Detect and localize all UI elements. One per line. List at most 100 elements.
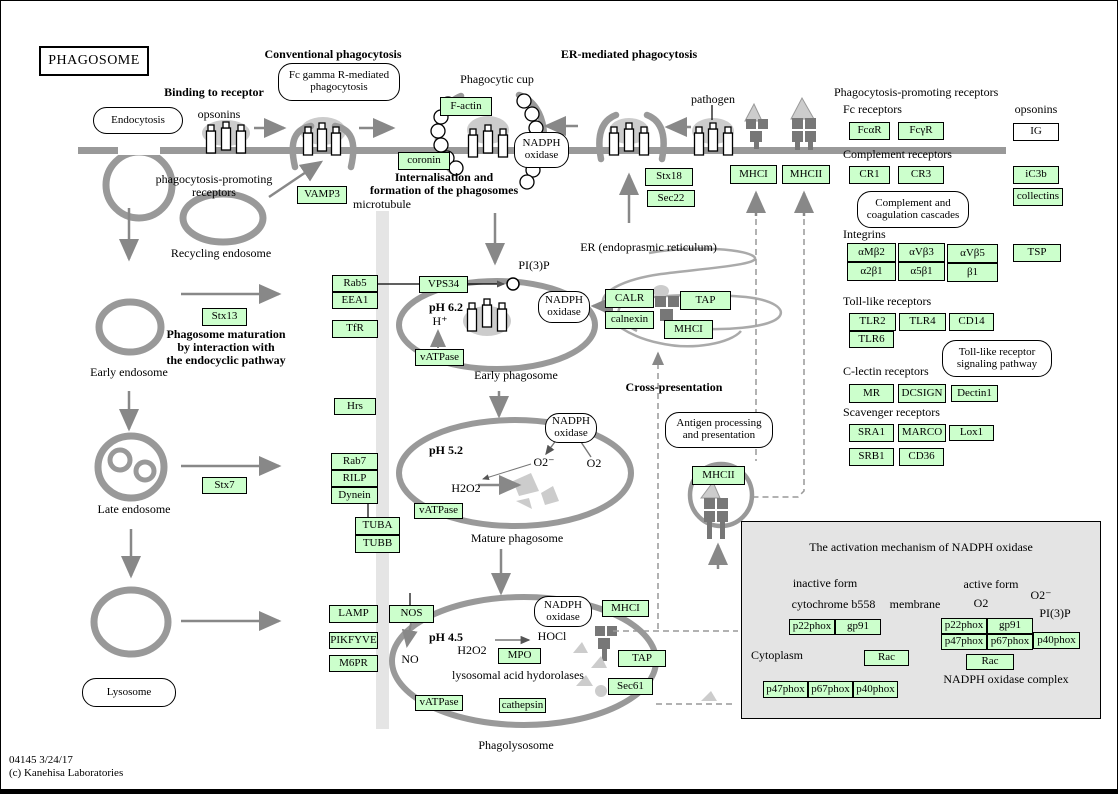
- label-phagosome-maturation: Phagosome maturation by interaction with…: [166, 327, 286, 367]
- gene-box-cd14[interactable]: CD14: [949, 313, 994, 331]
- gene-box-vps34[interactable]: VPS34: [419, 276, 468, 293]
- gene-box-vamp3[interactable]: VAMP3: [297, 186, 347, 204]
- er-mhci-loading-complex: [653, 285, 679, 335]
- label-conventional-phagocytosis: Conventional phagocytosis: [264, 47, 402, 61]
- label-o2-minus-mature: O2⁻: [533, 455, 555, 469]
- map-box-nadph-oxidase-mature[interactable]: NADPH oxidase: [545, 413, 597, 443]
- gene-box-amb2[interactable]: αMβ2: [847, 243, 896, 262]
- gene-box-stx7[interactable]: Stx7: [202, 477, 247, 494]
- gene-box-avb5[interactable]: αVβ5: [947, 244, 998, 263]
- gene-box-mhcii-top[interactable]: MHCII: [782, 165, 830, 184]
- gene-box-lamp[interactable]: LAMP: [329, 605, 378, 623]
- gene-box-marco[interactable]: MARCO: [898, 424, 946, 442]
- map-box-antigen-processing[interactable]: Antigen processing and presentation: [665, 412, 773, 448]
- map-box-nadph-oxidase-early[interactable]: NADPH oxidase: [538, 291, 590, 323]
- gene-box-stx18[interactable]: Stx18: [645, 168, 693, 186]
- gene-box-stx13[interactable]: Stx13: [202, 308, 247, 326]
- gene-box-a5b1[interactable]: α5β1: [898, 262, 945, 281]
- gene-box-pikfyve[interactable]: PIKFYVE: [329, 632, 378, 649]
- gene-box-lox1[interactable]: Lox1: [949, 425, 994, 441]
- gene-box-rab5[interactable]: Rab5: [332, 275, 378, 292]
- label-o2-mature: O2: [586, 456, 602, 470]
- map-box-nadph-oxidase-phago[interactable]: NADPH oxidase: [534, 596, 592, 627]
- gene-box-cathepsin[interactable]: cathepsin: [499, 698, 546, 713]
- gene-box-fcar[interactable]: FcαR: [849, 122, 890, 140]
- gene-box-gp91-inactive[interactable]: gp91: [835, 619, 881, 635]
- label-early-endosome: Early endosome: [90, 365, 168, 379]
- gene-box-m6pr[interactable]: M6PR: [329, 655, 378, 672]
- gene-box-dcsign[interactable]: DCSIGN: [898, 384, 946, 403]
- map-box-endocytosis[interactable]: Endocytosis: [93, 107, 183, 134]
- label-h2o2-phago: H2O2: [457, 643, 487, 657]
- map-box-complement-coagulation[interactable]: Complement and coagulation cascades: [857, 191, 969, 228]
- gene-box-tlr4[interactable]: TLR4: [899, 313, 946, 331]
- gene-box-tap-phago[interactable]: TAP: [618, 650, 666, 667]
- gene-box-mhcii-bottom[interactable]: MHCII: [692, 466, 745, 485]
- gene-box-calnexin[interactable]: calnexin: [605, 311, 654, 329]
- gene-box-srb1[interactable]: SRB1: [849, 448, 894, 466]
- gene-box-p67phox-active[interactable]: p67phox: [987, 634, 1033, 650]
- map-box-tlr-signaling[interactable]: Toll-like receptor signaling pathway: [942, 340, 1052, 377]
- label-scavenger-receptors: Scavenger receptors: [843, 405, 940, 419]
- gene-box-vatpase-early[interactable]: vATPase: [415, 349, 464, 366]
- gene-box-rac-inactive[interactable]: Rac: [864, 650, 909, 666]
- gene-box-p47phox-inactive[interactable]: p47phox: [763, 681, 808, 698]
- gene-box-p22phox-inactive[interactable]: p22phox: [789, 619, 835, 635]
- gene-box-rab7[interactable]: Rab7: [331, 453, 378, 470]
- map-box-nadph-oxidase-cup[interactable]: NADPH oxidase: [514, 132, 569, 168]
- gene-box-vatpase-phago[interactable]: vATPase: [415, 695, 463, 711]
- gene-box-tap-er[interactable]: TAP: [680, 291, 731, 310]
- gene-box-tuba[interactable]: TUBA: [355, 517, 400, 535]
- gene-box-p67phox-inactive[interactable]: p67phox: [808, 681, 853, 698]
- mhcii-vesicle: [687, 461, 755, 539]
- gene-box-sec61[interactable]: Sec61: [608, 678, 653, 695]
- gene-box-hrs[interactable]: Hrs: [334, 398, 376, 415]
- gene-box-a2b1[interactable]: α2β1: [847, 262, 896, 281]
- gene-box-mr[interactable]: MR: [849, 384, 894, 403]
- gene-box-vatpase-mature[interactable]: vATPase: [414, 503, 463, 519]
- gene-box-collectins[interactable]: collectins: [1013, 188, 1063, 206]
- gene-box-cd36[interactable]: CD36: [899, 448, 944, 466]
- gene-box-p22phox-active[interactable]: p22phox: [941, 618, 987, 634]
- gene-box-cr1[interactable]: CR1: [849, 166, 890, 184]
- gene-box-avb3[interactable]: αVβ3: [898, 243, 945, 262]
- gene-box-dectin1[interactable]: Dectin1: [951, 385, 998, 402]
- flow-arrows: [119, 116, 814, 648]
- gene-box-fcgr[interactable]: FcγR: [898, 122, 944, 140]
- gene-box-mhci-phago[interactable]: MHCI: [602, 600, 649, 617]
- gene-box-p47phox-active[interactable]: p47phox: [941, 634, 987, 650]
- gene-box-ig[interactable]: IG: [1013, 123, 1059, 141]
- map-box-lysosome[interactable]: Lysosome: [82, 678, 176, 707]
- map-box-fc-gamma-r[interactable]: Fc gamma R-mediated phagocytosis: [278, 63, 400, 101]
- gene-box-nos[interactable]: NOS: [389, 605, 434, 623]
- gene-box-mhci-er[interactable]: MHCI: [664, 320, 713, 339]
- gene-box-mhci-top[interactable]: MHCI: [730, 165, 777, 184]
- gene-box-tlr2[interactable]: TLR2: [849, 313, 896, 331]
- gene-box-rac-active[interactable]: Rac: [966, 654, 1014, 670]
- label-o2-inset: O2: [973, 596, 989, 610]
- gene-box-tfr[interactable]: TfR: [332, 320, 378, 338]
- label-integrins: Integrins: [843, 227, 886, 241]
- pathway-title-box: PHAGOSOME: [39, 46, 149, 76]
- gene-box-p40phox-active[interactable]: p40phox: [1033, 632, 1080, 649]
- gene-box-mpo[interactable]: MPO: [498, 648, 541, 664]
- gene-box-rilp[interactable]: RILP: [331, 470, 378, 487]
- gene-box-sec22[interactable]: Sec22: [647, 190, 695, 207]
- gene-box-dynein[interactable]: Dynein: [331, 487, 378, 504]
- gene-box-coronin[interactable]: coronin: [398, 152, 450, 170]
- gene-box-gp91-active[interactable]: gp91: [987, 618, 1033, 634]
- gene-box-ic3b[interactable]: iC3b: [1013, 166, 1059, 184]
- gene-box-cr3[interactable]: CR3: [898, 166, 944, 184]
- gene-box-eea1[interactable]: EEA1: [332, 292, 378, 309]
- label-phagolysosome: Phagolysosome: [478, 738, 554, 752]
- gene-box-tsp[interactable]: TSP: [1013, 244, 1061, 262]
- gene-box-tlr6[interactable]: TLR6: [849, 331, 894, 348]
- microtubule-band: [376, 211, 389, 729]
- gene-box-f-actin[interactable]: F-actin: [440, 97, 492, 116]
- gene-box-calr[interactable]: CALR: [605, 289, 654, 308]
- gene-box-p40phox-inactive[interactable]: p40phox: [853, 681, 898, 698]
- gene-box-b1[interactable]: β1: [947, 263, 998, 282]
- gene-box-sra1[interactable]: SRA1: [849, 424, 894, 442]
- gene-box-tubb[interactable]: TUBB: [355, 535, 400, 553]
